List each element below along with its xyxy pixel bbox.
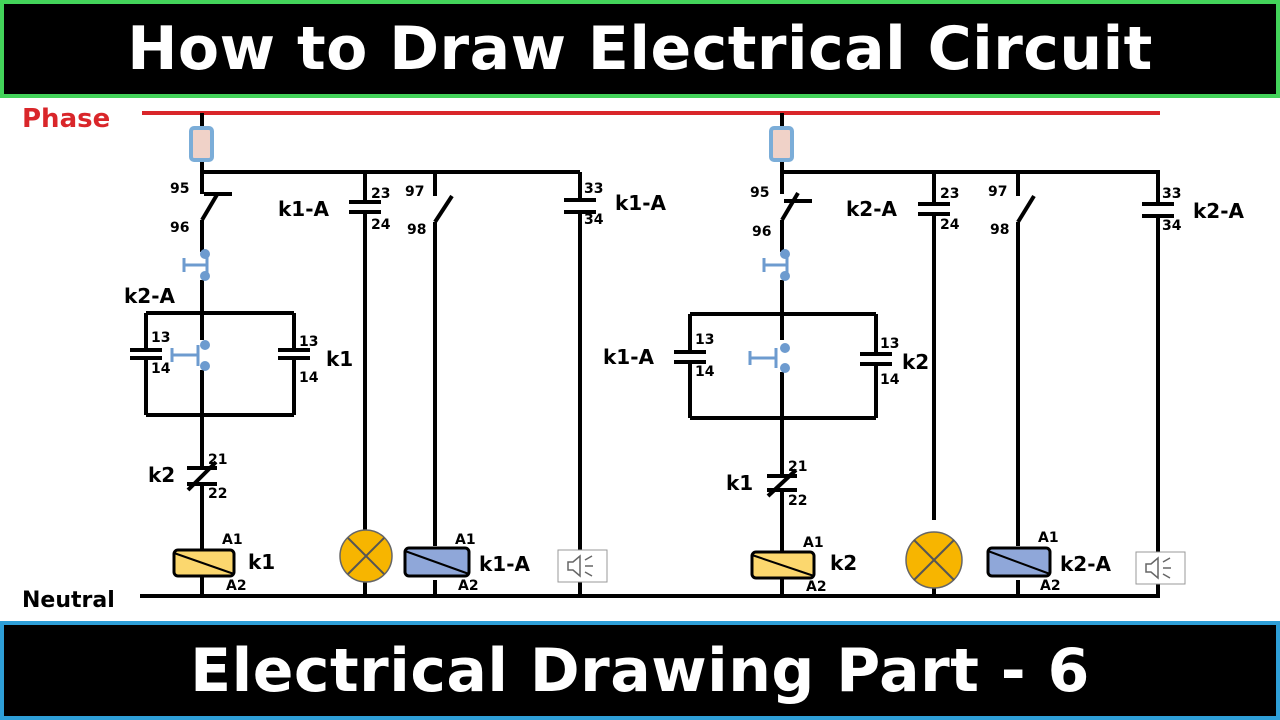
lamp-contact-bottom: 24	[940, 217, 960, 233]
main-coil: A1 A2 k1	[172, 532, 275, 594]
aux-coil-bottom: A2	[1040, 578, 1061, 594]
hold-left-top: 13	[695, 332, 714, 348]
horn-contact-bottom: 34	[1162, 218, 1182, 234]
hold-right-top: 13	[880, 336, 899, 352]
aux-contact: 97 98	[988, 184, 1036, 238]
stop-pushbutton: k2-A	[124, 249, 210, 308]
thermal-contact: 95 96	[170, 181, 232, 236]
circuit-diagram: Phase Neutral	[22, 104, 1245, 613]
hold-contact-right: 13 14 k1	[278, 334, 353, 386]
aux-contact-top: 97	[988, 184, 1007, 200]
header-title: How to Draw Electrical Circuit	[127, 14, 1153, 84]
stop-pushbutton	[762, 249, 790, 281]
interlock-bottom: 22	[208, 486, 227, 502]
interlock-label: k1	[726, 471, 753, 495]
hold-contact-left: k1-A 13 14	[603, 332, 715, 380]
thermal-contact: 95 96	[750, 185, 812, 240]
neutral-label: Neutral	[22, 588, 115, 613]
hold-left-label: k1-A	[603, 345, 655, 369]
aux-contact-bottom: 98	[990, 222, 1009, 238]
fuse	[189, 126, 214, 162]
interlock-contact: k2 21 22	[148, 452, 227, 502]
coil-bottom: A2	[806, 579, 827, 595]
horn-contact-label: k1-A	[615, 191, 667, 215]
coil-bottom: A2	[226, 578, 247, 594]
horn-contact-top: 33	[1162, 186, 1181, 202]
hold-left-top: 13	[151, 330, 170, 346]
lamp-contact-label: k2-A	[846, 197, 898, 221]
indicator-lamp	[339, 529, 393, 583]
aux-contact-top: 97	[405, 184, 424, 200]
horn-contact: 33 34 k2-A	[1142, 186, 1245, 234]
hold-left-bottom: 14	[695, 364, 715, 380]
lamp-contact-label: k1-A	[278, 197, 330, 221]
start-pushbutton	[170, 340, 210, 371]
footer-banner: Electrical Drawing Part - 6	[0, 621, 1280, 720]
speaker-icon	[1135, 551, 1186, 585]
hold-right-label: k2	[902, 350, 929, 374]
hold-contact-left: 13 14	[130, 330, 171, 377]
interlock-top: 21	[208, 452, 227, 468]
fuse	[769, 126, 794, 162]
aux-contact: 97 98	[405, 184, 454, 238]
aux-coil-label: k1-A	[479, 552, 531, 576]
thermal-contact-bottom: 96	[752, 224, 771, 240]
lamp-contact-top: 23	[940, 186, 959, 202]
footer-title: Electrical Drawing Part - 6	[190, 635, 1090, 706]
thermal-contact-top: 95	[750, 185, 769, 201]
main-coil: A1 A2 k2	[750, 535, 857, 595]
lamp-contact: k2-A 23 24	[846, 186, 960, 233]
start-pushbutton	[748, 343, 790, 373]
lamp-contact: k1-A 23 24	[278, 186, 391, 233]
thermal-contact-top: 95	[170, 181, 189, 197]
horn-contact: 33 34 k1-A	[564, 181, 667, 228]
stop-label: k2-A	[124, 284, 176, 308]
aux-coil: A1 A2 k1-A	[403, 532, 531, 594]
horn-contact-label: k2-A	[1193, 199, 1245, 223]
aux-contact-bottom: 98	[407, 222, 426, 238]
thermal-contact-bottom: 96	[170, 220, 189, 236]
hold-contact-right: 13 14 k2	[860, 336, 929, 388]
hold-right-label: k1	[326, 347, 353, 371]
coil-label: k1	[248, 550, 275, 574]
horn-contact-bottom: 34	[584, 212, 604, 228]
aux-coil-label: k2-A	[1060, 552, 1112, 576]
interlock-contact: k1 21 22	[726, 459, 807, 509]
header-banner: How to Draw Electrical Circuit	[0, 0, 1280, 98]
hold-left-bottom: 14	[151, 361, 171, 377]
horn-contact-top: 33	[584, 181, 603, 197]
coil-label: k2	[830, 551, 857, 575]
aux-coil: A1 A2 k2-A	[986, 530, 1112, 594]
coil-top: A1	[222, 532, 243, 548]
speaker-icon	[557, 549, 608, 583]
interlock-bottom: 22	[788, 493, 807, 509]
circuit-2: 95 96 k1-A 13 14 13 14	[603, 113, 1245, 596]
interlock-label: k2	[148, 463, 175, 487]
phase-label: Phase	[22, 104, 110, 134]
aux-coil-top: A1	[455, 532, 476, 548]
hold-right-bottom: 14	[880, 372, 900, 388]
lamp-contact-bottom: 24	[371, 217, 391, 233]
interlock-top: 21	[788, 459, 807, 475]
lamp-contact-top: 23	[371, 186, 390, 202]
circuit-1: 95 96 k2-A 13 14 13 14	[124, 113, 667, 596]
aux-coil-bottom: A2	[458, 578, 479, 594]
hold-right-bottom: 14	[299, 370, 319, 386]
hold-right-top: 13	[299, 334, 318, 350]
indicator-lamp	[905, 531, 963, 589]
coil-top: A1	[803, 535, 824, 551]
aux-coil-top: A1	[1038, 530, 1059, 546]
